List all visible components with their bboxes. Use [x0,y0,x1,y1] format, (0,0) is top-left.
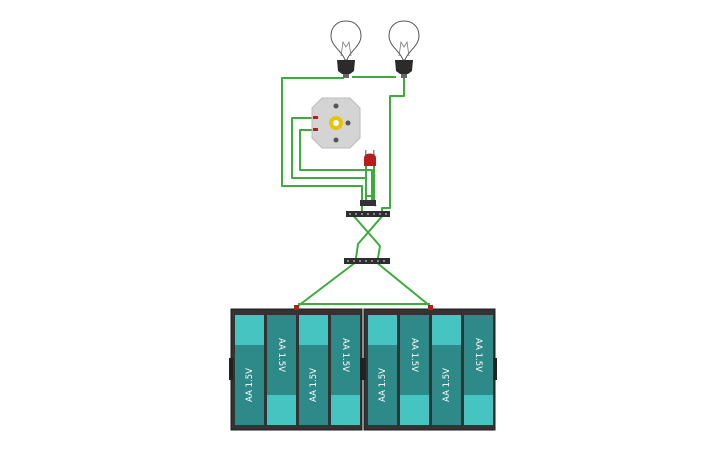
wire-bulb-right-to-breadboard[interactable] [381,78,405,212]
motor-terminal [313,116,318,119]
cell-end [267,395,296,425]
breadboard-strip-top[interactable] [346,211,390,217]
battery-cell: AA 1.5V [235,315,264,425]
motor-screw [345,120,351,126]
battery-cell: AA 1.5V [368,315,397,425]
bulb-glass [330,20,362,61]
light-bulb-right[interactable] [388,20,420,78]
wire-motor-right[interactable] [299,129,373,206]
cell-end [400,395,429,425]
wire-bulb-left-to-breadboard[interactable] [281,77,363,211]
cell-label: AA 1.5V [276,338,286,372]
light-bulb-left[interactable] [330,20,362,78]
cell-label: AA 1.5V [245,368,255,402]
wire-to-pack2[interactable] [375,261,431,307]
battery-cell: AA 1.5V [267,315,296,425]
cell-end [464,395,493,425]
holder-clip-left [229,358,233,380]
wire-to-pack1[interactable] [297,261,357,307]
battery-terminal-pos [428,305,433,310]
cell-label: AA 1.5V [309,368,319,402]
battery-cell: AA 1.5V [464,315,493,425]
led[interactable] [364,150,376,166]
connector-block[interactable] [360,200,376,206]
cell-end [299,315,328,345]
wire-led-right[interactable] [373,164,377,207]
cell-label: AA 1.5V [340,338,350,372]
cell-end [368,315,397,345]
wires [281,76,431,307]
battery-pack-2[interactable]: AA 1.5V AA 1.5V AA 1.5V AA 1.5V [362,305,497,431]
cell-end [235,315,264,345]
wire-led-left[interactable] [365,164,372,197]
dc-motor[interactable] [311,97,361,149]
cell-end [432,315,461,345]
strip-holes [349,213,387,215]
holder-clip-left [362,358,366,380]
cell-end [331,395,360,425]
bulb-filament [340,40,352,57]
bulb-base [395,60,413,74]
cell-label: AA 1.5V [473,338,483,372]
battery-cell: AA 1.5V [400,315,429,425]
motor-shaft [333,120,339,126]
battery-terminal-neg [294,305,299,310]
bulb-terminal [401,74,407,78]
battery-pack-1[interactable]: AA 1.5V AA 1.5V AA 1.5V AA 1.5V [229,305,364,431]
bulb-terminal [343,74,349,78]
strip-holes [347,260,385,262]
cell-label: AA 1.5V [442,368,452,402]
bulb-filament [398,40,410,57]
bulb-base [337,60,355,74]
wire-cross-b[interactable] [355,213,385,259]
battery-cell: AA 1.5V [432,315,461,425]
battery-cell: AA 1.5V [331,315,360,425]
motor-screw [333,137,339,143]
motor-screw [333,103,339,109]
battery-cell: AA 1.5V [299,315,328,425]
led-body [364,153,376,166]
bulb-glass [388,20,420,61]
breadboard-strip-bottom[interactable] [344,258,390,264]
wire-cross-a[interactable] [351,213,381,259]
cell-label: AA 1.5V [409,338,419,372]
holder-clip-right [493,358,497,380]
motor-terminal [313,128,318,131]
cell-label: AA 1.5V [378,368,388,402]
